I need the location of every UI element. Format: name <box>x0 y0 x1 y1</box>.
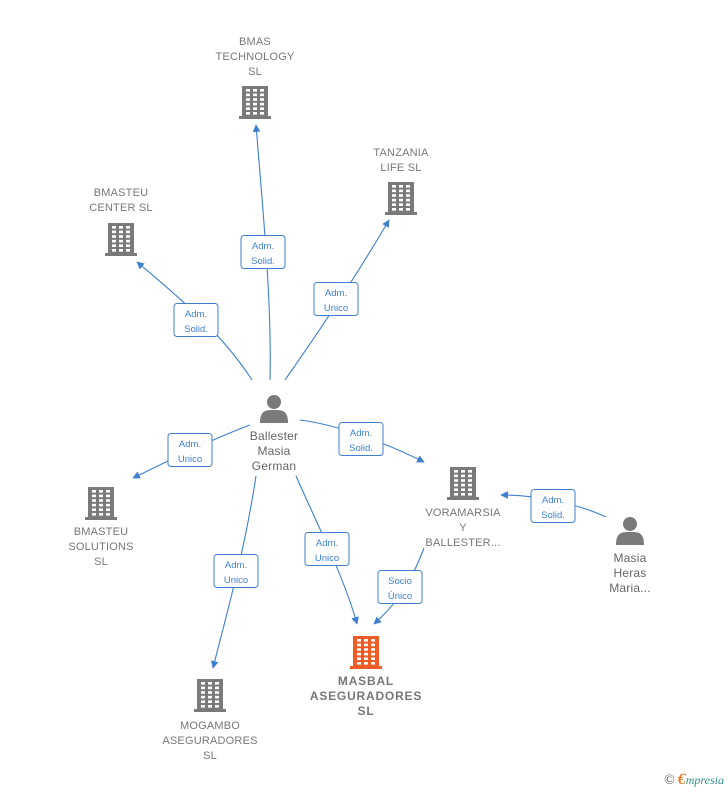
relation-label-text: Solid. <box>251 256 275 267</box>
node-label: BMASTEU <box>94 187 149 199</box>
node-label: Y <box>459 522 467 534</box>
relation-label-text: Único <box>388 591 412 602</box>
relation-label[interactable]: Adm. Unico <box>167 433 213 467</box>
node-label: SL <box>94 556 108 568</box>
relation-label-box <box>240 235 286 269</box>
relation-label-text: Solid. <box>349 443 373 454</box>
person-icon <box>260 395 288 423</box>
relation-label-text: Solid. <box>541 510 565 521</box>
building-icon <box>385 182 417 215</box>
relation-label-box <box>338 422 384 456</box>
copyright-icon: © <box>664 773 675 788</box>
relation-label[interactable]: Adm. Solid. <box>173 303 219 337</box>
relation-label-box <box>530 489 576 523</box>
node-label: SL <box>203 750 217 762</box>
node-label: MOGAMBO <box>180 720 240 732</box>
relation-label-box <box>377 570 423 604</box>
relation-label-text: Adm. <box>185 309 207 320</box>
relation-label-box <box>173 303 219 337</box>
relation-label-box <box>167 433 213 467</box>
relation-label-text: Adm. <box>252 241 274 252</box>
relation-label-text: Unico <box>324 303 348 314</box>
node-label: TECHNOLOGY <box>215 51 294 63</box>
node-label: Ballester <box>250 429 299 443</box>
node-label: VORAMARSIA <box>425 507 501 519</box>
building-icon <box>105 223 137 256</box>
node-voramarsia[interactable]: VORAMARSIA Y BALLESTER... <box>425 467 501 549</box>
relation-label[interactable]: Adm. Solid. <box>240 235 286 269</box>
relation-label[interactable]: Adm. Solid. <box>338 422 384 456</box>
relation-label-text: Socio <box>388 576 412 587</box>
node-masia_heras[interactable]: MasiaHerasMaria... <box>609 517 651 595</box>
node-label: CENTER SL <box>89 202 153 214</box>
node-label: SL <box>358 704 375 718</box>
building-icon <box>239 86 271 119</box>
relation-label-text: Adm. <box>542 495 564 506</box>
node-label: Heras <box>613 566 646 580</box>
node-label: BMAS <box>239 36 271 48</box>
person-icon <box>616 517 644 545</box>
node-label: SOLUTIONS <box>68 541 133 553</box>
node-label: BMASTEU <box>74 526 129 538</box>
relation-label-box <box>313 282 359 316</box>
relation-label[interactable]: Adm. Unico <box>304 532 350 566</box>
node-label: LIFE SL <box>380 162 421 174</box>
node-tanzania[interactable]: TANZANIA LIFE SL <box>373 147 429 215</box>
relation-label-text: Adm. <box>225 560 247 571</box>
brand-text: mpresia <box>685 773 724 787</box>
node-mogambo[interactable]: MOGAMBO ASEGURADORES SL <box>162 679 257 762</box>
relation-label-text: Adm. <box>179 439 201 450</box>
node-label: German <box>252 459 297 473</box>
relation-label-box <box>213 554 259 588</box>
node-label: SL <box>248 66 262 78</box>
relation-label[interactable]: Adm. Unico <box>213 554 259 588</box>
relation-label[interactable]: Adm. Solid. <box>530 489 576 523</box>
building-icon <box>85 487 117 520</box>
relation-label-text: Solid. <box>184 324 208 335</box>
relation-label-box <box>304 532 350 566</box>
relation-label-text: Adm. <box>350 428 372 439</box>
building-icon <box>350 636 382 669</box>
building-icon <box>447 467 479 500</box>
building-icon <box>194 679 226 712</box>
node-label: Maria... <box>609 581 651 595</box>
node-label: Masia <box>613 551 646 565</box>
empresia-watermark[interactable]: ©€mpresia <box>664 771 724 789</box>
relation-label-text: Adm. <box>316 538 338 549</box>
node-label: ASEGURADORES <box>310 689 422 703</box>
brand-initial: € <box>677 771 686 788</box>
relation-label-text: Adm. <box>325 288 347 299</box>
node-bmasteu_center[interactable]: BMASTEU CENTER SL <box>89 187 153 256</box>
node-bmasteu_solutions[interactable]: BMASTEU SOLUTIONS SL <box>68 487 133 568</box>
node-bmas[interactable]: BMAS TECHNOLOGY SL <box>215 36 295 119</box>
node-label: ASEGURADORES <box>162 735 257 747</box>
relation-label[interactable]: Adm. Unico <box>313 282 359 316</box>
node-label: MASBAL <box>338 674 394 688</box>
relation-label-text: Unico <box>178 454 202 465</box>
relation-label-text: Unico <box>224 575 248 586</box>
node-label: Masia <box>257 444 290 458</box>
relation-label-text: Unico <box>315 553 339 564</box>
node-label: BALLESTER... <box>425 537 500 549</box>
node-label: TANZANIA <box>373 147 429 159</box>
